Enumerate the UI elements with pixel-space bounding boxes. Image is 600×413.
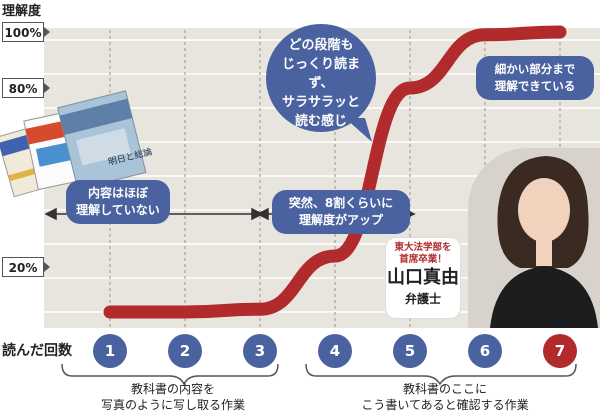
person-name: 山口真由 xyxy=(387,267,459,288)
understanding-curve xyxy=(103,25,567,319)
speech-bubble: どの段階も じっくり読まず、 サラサラッと 読む感じ xyxy=(266,24,376,132)
y-tick-100: 100% xyxy=(2,22,50,42)
x-tick-7: 7 xyxy=(543,334,577,368)
brace-left xyxy=(61,363,279,386)
person-illustration xyxy=(490,156,598,328)
y-tick-20: 20% xyxy=(2,257,50,277)
caption-left: 教科書の内容を 写真のように写し取る作業 xyxy=(100,382,245,412)
phase1-callout: 内容はほぼ 理解していない xyxy=(66,180,170,224)
caption-right: 教科書のここに こう書いてあると確認する作業 xyxy=(361,382,529,412)
detail-callout: 細かい部分まで 理解できている xyxy=(476,56,594,100)
books-illustration: 明日と総論 xyxy=(0,90,153,198)
person-title: 弁護士 xyxy=(404,292,441,306)
speech-tail xyxy=(345,118,372,142)
brace-right xyxy=(305,363,577,386)
x-tick-6: 6 xyxy=(468,334,502,368)
x-tick-3: 3 xyxy=(243,334,277,368)
x-tick-5: 5 xyxy=(393,334,427,368)
y-tick-80: 80% xyxy=(2,78,50,98)
x-axis-title: 読んだ回数 xyxy=(2,343,72,359)
x-tick-1: 1 xyxy=(93,334,127,368)
person-note: 東大法学部を 首席卒業！ xyxy=(394,242,452,265)
person-card: 東大法学部を 首席卒業！ 山口真由 弁護士 xyxy=(386,238,460,318)
y-axis-title: 理解度 xyxy=(2,4,42,19)
x-tick-2: 2 xyxy=(168,334,202,368)
phase2-callout: 突然、8割くらいに 理解度がアップ xyxy=(272,190,410,234)
x-tick-4: 4 xyxy=(318,334,352,368)
